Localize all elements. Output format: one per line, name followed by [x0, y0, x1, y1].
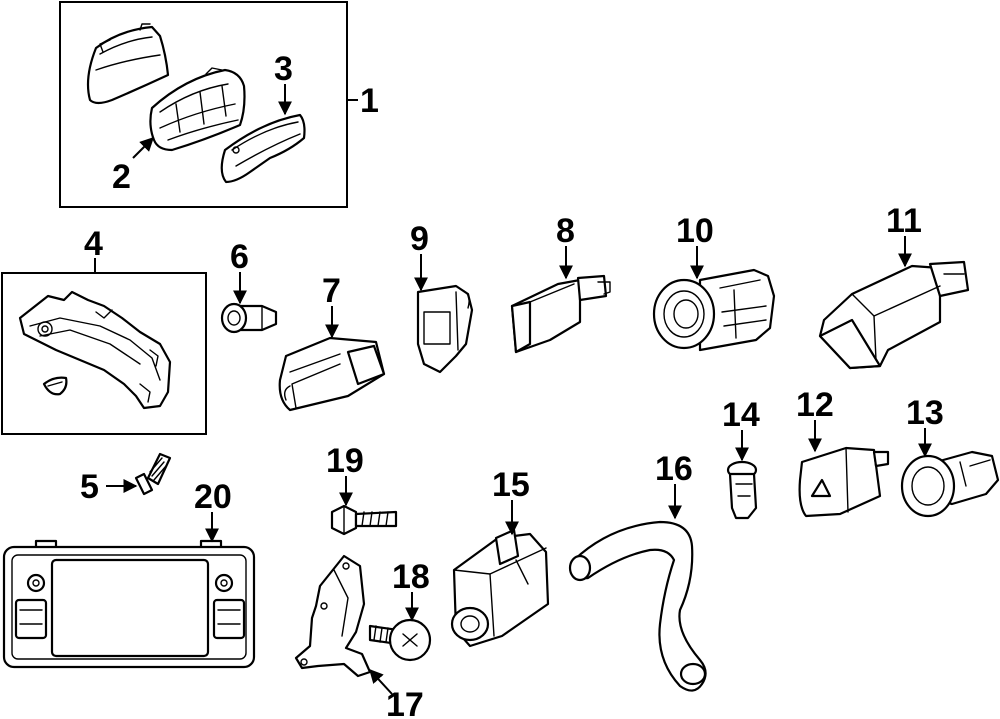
hazard-switch-part[interactable]: [798, 446, 890, 518]
bracket-part[interactable]: [294, 554, 372, 678]
callout-9: 9: [410, 220, 429, 258]
callout-8: 8: [556, 212, 575, 250]
sensor-part[interactable]: [900, 450, 1000, 518]
callout-19: 19: [326, 442, 364, 480]
callout-16: 16: [655, 450, 693, 488]
callout-6: 6: [230, 238, 249, 276]
callout-15: 15: [492, 466, 530, 504]
panel-group-box: [1, 272, 207, 435]
small-plug-part[interactable]: [726, 460, 758, 520]
callout-11: 11: [886, 202, 922, 240]
callout-13: 13: [906, 394, 944, 432]
cluster-cover-part[interactable]: [220, 113, 306, 184]
lower-panel-part[interactable]: [18, 290, 172, 410]
callout-7: 7: [322, 272, 341, 310]
hose-part[interactable]: [568, 520, 707, 692]
actuator-part[interactable]: [450, 528, 550, 648]
callout-14: 14: [722, 396, 760, 434]
washer-screw-part[interactable]: [368, 618, 432, 662]
cluster-lens-part[interactable]: [86, 23, 170, 105]
small-switch-part[interactable]: [220, 302, 278, 334]
box-connector-part[interactable]: [818, 260, 970, 370]
callout-5: 5: [80, 468, 99, 506]
cluster-group-box: [59, 1, 348, 208]
cluster-housing-part[interactable]: [149, 67, 246, 152]
callout-12: 12: [796, 386, 834, 424]
callout-18: 18: [392, 558, 430, 596]
switch-module-part[interactable]: [278, 336, 386, 412]
screw-part[interactable]: [330, 504, 398, 536]
panel-clip-part[interactable]: [42, 376, 68, 396]
display-unit-part[interactable]: [2, 539, 256, 669]
bolt-part[interactable]: [134, 452, 172, 496]
flat-switch-part[interactable]: [416, 284, 474, 374]
callout-10: 10: [676, 212, 714, 250]
callout-17: 17: [386, 686, 424, 719]
rect-switch-part[interactable]: [510, 274, 611, 354]
callout-4: 4: [84, 225, 103, 263]
callout-20: 20: [194, 478, 232, 516]
callout-3: 3: [274, 50, 293, 88]
callout-2: 2: [112, 158, 131, 196]
round-switch-part[interactable]: [652, 268, 776, 352]
callout-1: 1: [360, 82, 379, 120]
